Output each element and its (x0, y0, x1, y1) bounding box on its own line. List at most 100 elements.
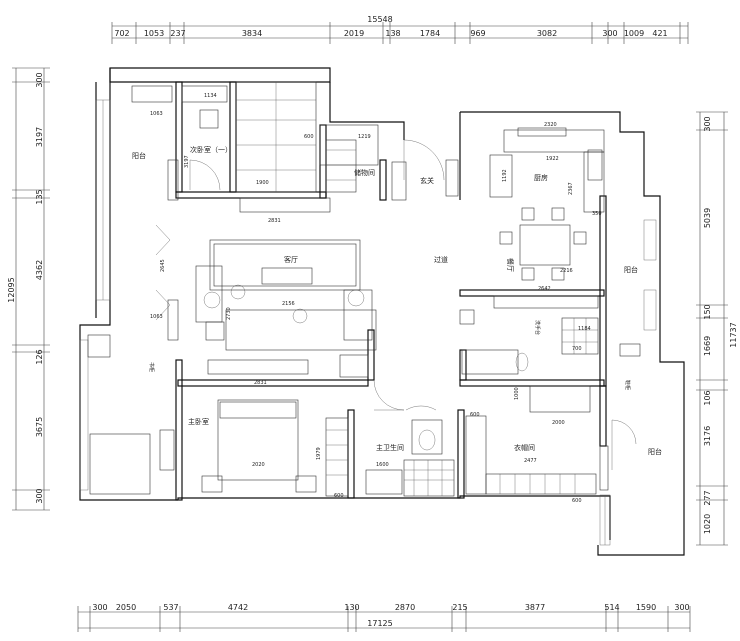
inner-dim: 2320 (544, 122, 557, 128)
kitchen-furniture (489, 127, 605, 309)
inner-dim: 2831 (268, 218, 281, 224)
top-dim-6: 138 (385, 29, 400, 38)
top-dim-1: 702 (114, 29, 129, 38)
inner-dim: 350 (592, 211, 602, 217)
left-total-dimension: 12095 (7, 277, 16, 302)
inner-dim: 1922 (546, 156, 559, 162)
right-dim-1: 300 (703, 116, 712, 131)
bottom-dim-7: 215 (452, 603, 467, 612)
top-dim-10: 300 (602, 29, 617, 38)
top-dim-8: 969 (470, 29, 485, 38)
top-dim-11: 1009 (624, 29, 644, 38)
inner-dim: 2216 (560, 268, 573, 274)
right-total-dimension: 11737 (729, 322, 738, 347)
bottom-dim-11: 300 (674, 603, 689, 612)
inner-dim: 3197 (184, 155, 190, 168)
inner-dim: 2642 (538, 286, 551, 292)
inner-dim: 1184 (578, 326, 591, 332)
right-dim-3: 150 (703, 304, 712, 319)
aisle-label: 过道 (434, 255, 448, 264)
bottom-total-dimension: 17125 (367, 619, 392, 628)
inner-dim: 2156 (282, 301, 295, 307)
right-dimension-chain: 300 5039 150 1669 106 3176 277 1020 1173… (696, 111, 738, 546)
master-bathroom-fixtures (365, 419, 455, 497)
inner-dim: 1134 (204, 93, 217, 99)
bottom-dim-4: 4742 (228, 603, 248, 612)
left-dimension-chain: 12095 300 3197 135 4362 126 3675 300 (7, 67, 50, 511)
master-bathroom-label: 主卫生间 (376, 443, 404, 452)
top-dim-7: 1784 (420, 29, 440, 38)
bottom-dim-5: 130 (344, 603, 359, 612)
room-labels: 次卧室（一） 阳台 储物间 玄关 厨房 餐厅 过道 客厅 阳台 阳台 主卧室 主… (132, 145, 662, 456)
inner-dim: 1192 (502, 169, 508, 182)
entrance-label: 玄关 (420, 176, 434, 185)
washroom-label: 洗手台 (534, 320, 541, 335)
cabinet-label: 书柜 (148, 362, 155, 372)
bottom-dim-8: 3877 (525, 603, 545, 612)
inner-dim: 2020 (252, 462, 265, 468)
right-dim-6: 3176 (703, 426, 712, 446)
left-dim-7: 300 (35, 488, 44, 503)
inner-dim: 700 (572, 346, 582, 352)
left-dim-1: 300 (35, 72, 44, 87)
right-dim-2: 5039 (703, 208, 712, 228)
left-dim-6: 3675 (35, 417, 44, 437)
bottom-dim-6: 2870 (395, 603, 415, 612)
master-bedroom-furniture (87, 334, 349, 497)
bottom-dim-3: 537 (163, 603, 178, 612)
left-dim-5: 126 (35, 349, 44, 364)
shoe-cabinet-label: 鞋柜 (624, 380, 631, 390)
inner-dim: 1900 (256, 180, 269, 186)
outer-walls (79, 67, 685, 556)
top-dim-2: 1053 (144, 29, 164, 38)
inner-dim: 1600 (376, 462, 389, 468)
inner-dim: 2645 (160, 259, 166, 272)
bottom-dim-9: 514 (604, 603, 619, 612)
lower-right-balcony-label: 阳台 (648, 447, 662, 456)
master-bedroom-label: 主卧室 (188, 417, 209, 426)
inner-dim: 1063 (150, 314, 163, 320)
right-balcony-label: 阳台 (624, 265, 638, 274)
bottom-dim-10: 1590 (636, 603, 656, 612)
right-dim-5: 106 (703, 390, 712, 405)
inner-dim: 1000 (514, 387, 520, 400)
storage-shelving (319, 124, 459, 201)
washroom-fixtures (459, 309, 641, 413)
door-swings (155, 139, 637, 470)
inner-dim: 600 (334, 493, 344, 499)
left-dim-4: 4362 (35, 260, 44, 280)
left-dim-3: 135 (35, 189, 44, 204)
second-bedroom-label: 次卧室（一） (190, 145, 232, 154)
second-bedroom-furniture (131, 81, 331, 213)
inner-dim: 2000 (552, 420, 565, 426)
bottom-dimension-chain: 300 2050 537 4742 130 2870 215 3877 514 … (77, 603, 691, 632)
living-room-furniture (195, 239, 377, 378)
inner-dimensions: 1134 3197 1063 1900 2831 1219 600 2320 1… (150, 93, 602, 504)
living-room-label: 客厅 (284, 255, 298, 264)
left-balcony-label: 阳台 (132, 151, 146, 160)
inner-dim: 2367 (568, 182, 574, 195)
bottom-dim-2: 2050 (116, 603, 136, 612)
top-dim-9: 3082 (537, 29, 557, 38)
top-dim-12: 421 (652, 29, 667, 38)
top-total-dimension: 15548 (367, 15, 392, 24)
windows (79, 99, 657, 546)
left-dim-2: 3197 (35, 127, 44, 147)
restaurant-label: 餐厅 (506, 258, 515, 272)
cloakroom-furniture (465, 415, 609, 495)
right-dim-4: 1669 (703, 336, 712, 356)
inner-dim: 600 (572, 498, 582, 504)
inner-dim: 2730 (226, 307, 232, 320)
inner-dim: 2477 (524, 458, 537, 464)
inner-dim: 2831 (254, 380, 267, 386)
cloakroom-label: 衣帽间 (514, 443, 535, 452)
inner-dim: 1063 (150, 111, 163, 117)
top-dim-4: 3834 (242, 29, 262, 38)
inner-dim: 1219 (358, 134, 371, 140)
top-dim-3: 237 (170, 29, 185, 38)
top-dimension-chain: 15548 702 1053 237 3834 2019 138 1784 96… (111, 15, 689, 44)
inner-dim: 600 (304, 134, 314, 140)
inner-dim: 1979 (316, 447, 322, 460)
top-dim-5: 2019 (344, 29, 364, 38)
